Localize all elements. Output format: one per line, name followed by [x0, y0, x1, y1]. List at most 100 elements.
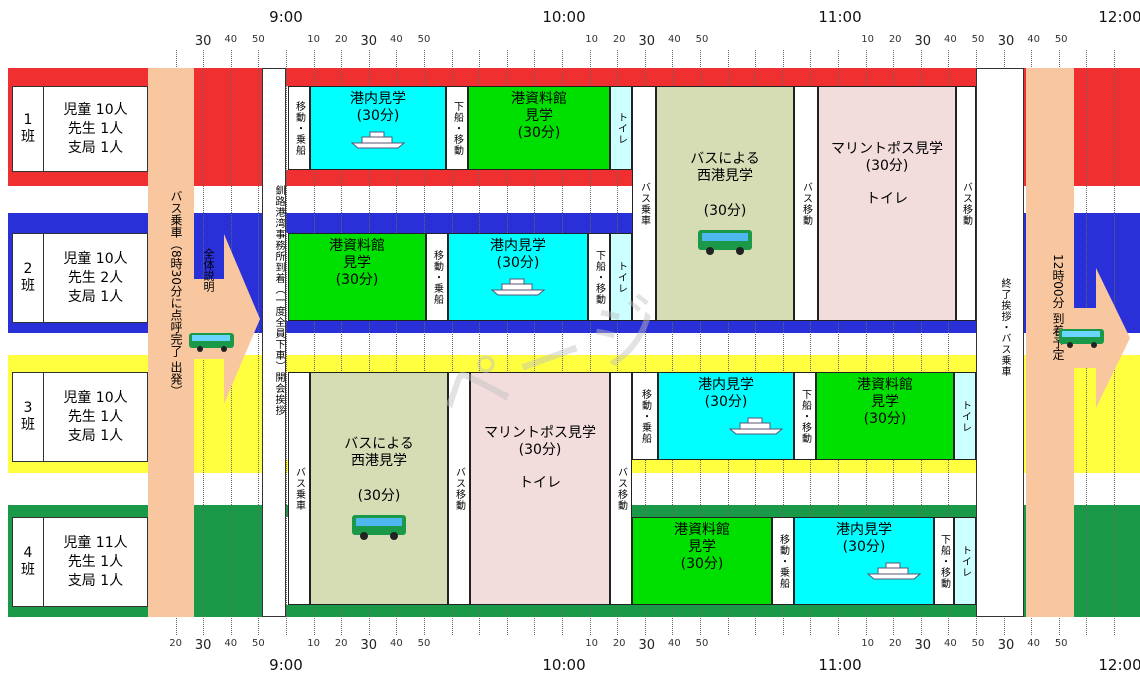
departure-arrow: [194, 234, 260, 404]
ship-icon: [728, 417, 784, 435]
grid-line: [507, 50, 508, 635]
g34-bus-board: バス乗車: [288, 372, 310, 605]
grid-line: [838, 50, 839, 635]
g3-move-board: 移動・乗船: [632, 372, 658, 460]
g34-bus-move1: バス移動: [448, 372, 470, 605]
duration: (30分): [357, 488, 401, 504]
bus-icon: [698, 230, 752, 255]
axis-minute-label: 40: [1027, 638, 1040, 649]
children-count: 児童 10人: [63, 101, 128, 118]
axis-minute-label: 50: [417, 638, 431, 649]
g4-museum: 港資料館 見学 (30分): [632, 517, 772, 605]
axis-minute-label: 30: [360, 34, 378, 49]
children-count: 児童 11人: [63, 534, 128, 551]
g12-bus-move1: バス移動: [794, 86, 818, 321]
g1-move-board: 移動・乗船: [288, 86, 310, 170]
grid-line: [396, 50, 397, 635]
teacher-count: 先生 2人: [67, 269, 124, 286]
g12-bus-move2: バス移動: [956, 86, 976, 321]
closing-column: [976, 68, 1024, 617]
axis-minute-label: 40: [668, 638, 681, 649]
g34-bus-move2: バス移動: [610, 372, 632, 605]
g2-port-tour: 港内見学 (30分): [448, 233, 588, 321]
bureau-count: 支局 1人: [67, 288, 124, 305]
axis-minute-label: 20: [169, 638, 182, 649]
axis-minute-label: 20: [334, 638, 348, 649]
axis-minute-label: 40: [390, 34, 403, 45]
children-count: 児童 10人: [63, 389, 128, 406]
g2-move-board: 移動・乗船: [426, 233, 448, 321]
axis-minute-label: 20: [888, 34, 902, 45]
axis-minute-label: 40: [668, 34, 681, 45]
axis-minute-label: 30: [997, 638, 1015, 653]
grid-line: [562, 50, 563, 635]
group-2-label: 2 班 児童 10人 先生 2人 支局 1人: [12, 233, 148, 323]
port-tour-title: 港内見学: [698, 377, 754, 393]
teacher-count: 先生 1人: [67, 408, 124, 425]
axis-minute-label: 30: [914, 34, 932, 49]
axis-hour-label: 12:00: [1098, 8, 1140, 26]
g3-port-tour: 港内見学 (30分): [658, 372, 794, 460]
museum-title: 港資料館: [511, 91, 567, 107]
axis-hour-label: 12:00: [1098, 656, 1140, 674]
bus-tour-subtitle: 西港見学: [351, 453, 407, 469]
office-arrival-column: [262, 68, 286, 617]
group-members: 児童 11人 先生 1人 支局 1人: [44, 518, 147, 606]
grid-line: [424, 50, 425, 635]
museum-subtitle: 見学: [343, 255, 371, 271]
final-arrival-text: 12時00分 到着予定: [1051, 254, 1065, 361]
g1-museum: 港資料館 見学 (30分): [468, 86, 610, 170]
duration: (30分): [335, 272, 379, 288]
grid-line: [672, 50, 673, 635]
duration: (30分): [518, 442, 562, 458]
axis-minute-label: 10: [307, 34, 320, 45]
axis-minute-label: 40: [1027, 34, 1040, 45]
axis-hour-label: 11:00: [818, 8, 862, 26]
grid-line: [314, 50, 315, 635]
grid-line: [893, 50, 894, 635]
duration: (30分): [704, 394, 748, 410]
grid-line: [452, 50, 453, 635]
g34-marintopos: マリントポス見学 (30分) トイレ: [470, 372, 610, 605]
port-tour-title: 港内見学: [836, 522, 892, 538]
grid-line: [479, 50, 480, 635]
grid-line: [286, 50, 287, 635]
grid-line: [645, 50, 646, 635]
office-arrival-text: 釧路港湾事務所到着（一度全員下車）開会挨拶: [273, 185, 284, 416]
grid-line: [700, 50, 701, 635]
grid-line: [728, 50, 729, 635]
axis-minute-label: 50: [252, 638, 265, 649]
axis-minute-label: 10: [307, 638, 320, 649]
axis-minute-label: 50: [1054, 34, 1068, 45]
g12-marintopos: マリントポス見学 (30分) トイレ: [818, 86, 956, 321]
museum-subtitle: 見学: [871, 394, 899, 410]
axis-minute-label: 30: [914, 638, 932, 653]
marintopos-title: マリントポス見学: [484, 425, 596, 441]
axis-minute-label: 30: [360, 638, 378, 653]
g1-toilet: トイレ: [610, 86, 632, 170]
port-tour-title: 港内見学: [350, 91, 406, 107]
g12-bus-board: バス乗車: [632, 86, 656, 321]
axis-minute-label: 50: [695, 34, 709, 45]
axis-minute-label: 20: [334, 34, 348, 45]
g1-disembark: 下船・移動: [446, 86, 468, 170]
group-4-label: 4 班 児童 11人 先生 1人 支局 1人: [12, 517, 148, 607]
axis-minute-label: 50: [971, 638, 985, 649]
grid-line: [341, 50, 342, 635]
museum-title: 港資料館: [329, 238, 385, 254]
g2-disembark: 下船・移動: [588, 233, 610, 321]
museum-title: 港資料館: [674, 522, 730, 538]
axis-minute-label: 10: [861, 638, 874, 649]
bus-tour-title: バスによる: [344, 436, 414, 452]
axis-minute-label: 50: [1054, 638, 1068, 649]
bus-icon: [352, 515, 406, 540]
group-members: 児童 10人 先生 2人 支局 1人: [44, 234, 147, 322]
group-1-label: 1 班 児童 10人 先生 1人 支局 1人: [12, 86, 148, 172]
closing-text: 終了挨拶・バス乗車: [999, 278, 1010, 377]
axis-minute-label: 10: [861, 34, 874, 45]
ship-icon: [350, 131, 406, 149]
bureau-count: 支局 1人: [67, 139, 124, 156]
g4-port-tour: 港内見学 (30分): [794, 517, 934, 605]
axis-minute-label: 10: [585, 34, 598, 45]
duration: (30分): [680, 556, 724, 572]
